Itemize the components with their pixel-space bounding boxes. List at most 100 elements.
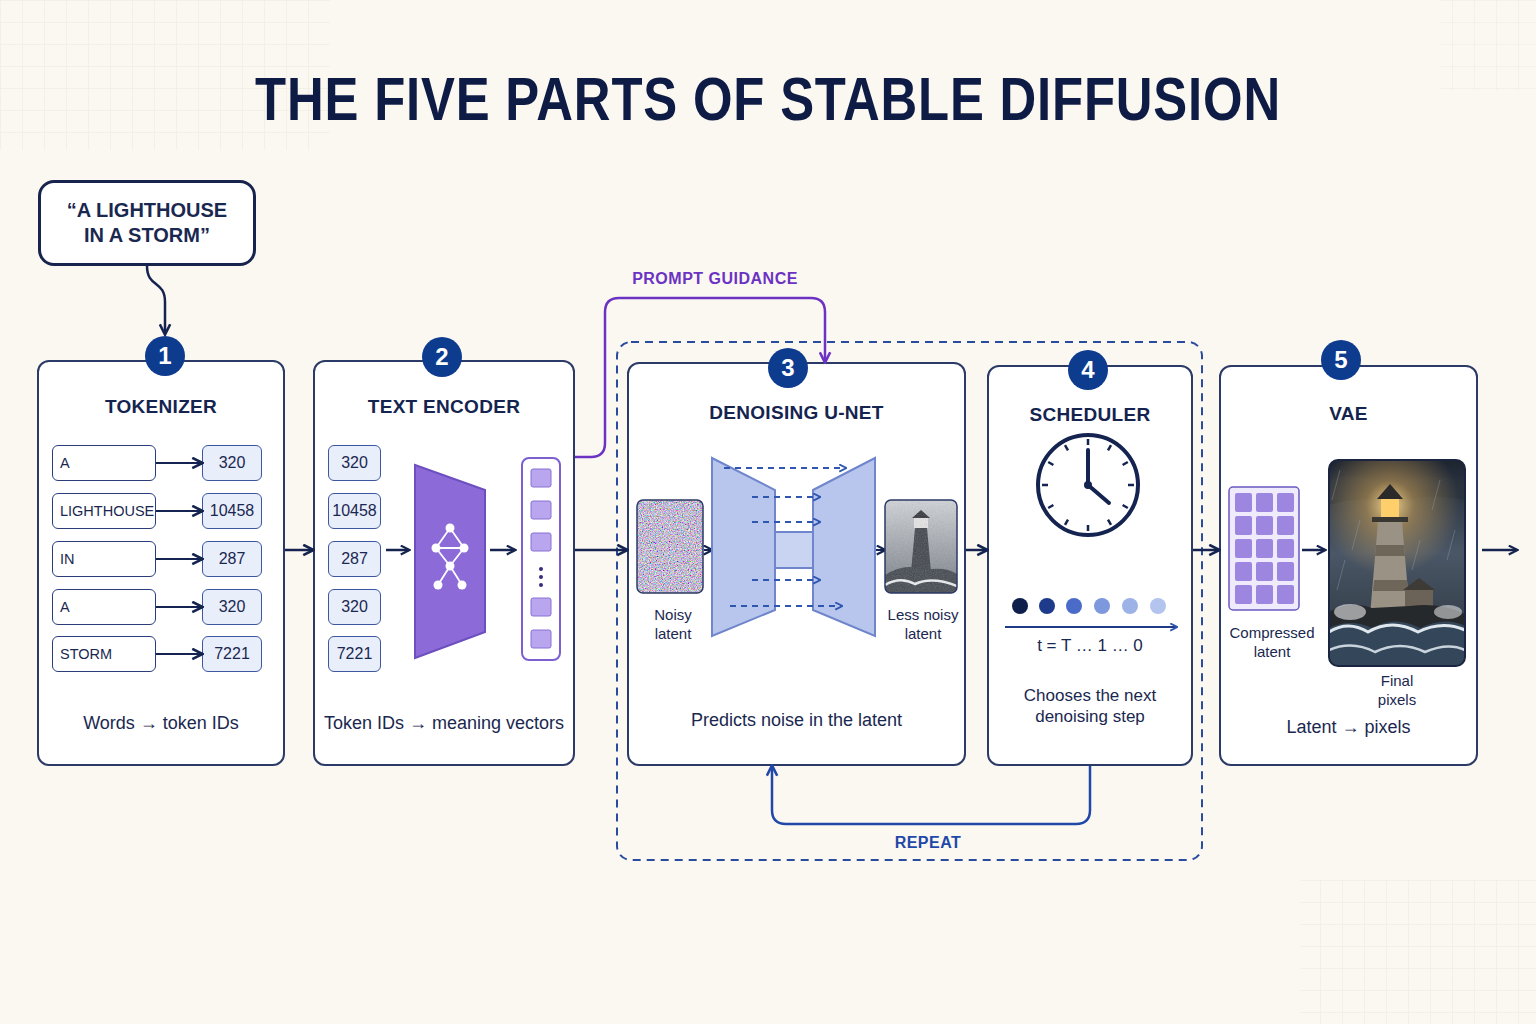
flow-connector bbox=[1193, 549, 1219, 552]
connector-label: PROMPT GUIDANCE bbox=[632, 270, 798, 288]
step-number-circle: 4 bbox=[1068, 350, 1108, 390]
token-id-box: 7221 bbox=[328, 636, 381, 672]
step-number-circle: 5 bbox=[1321, 340, 1361, 380]
image-caption: Final pixels bbox=[1362, 672, 1432, 710]
flow-arrow bbox=[386, 549, 409, 552]
flow-connector bbox=[156, 510, 202, 512]
word-box: LIGHTHOUSE bbox=[52, 493, 156, 529]
diagram-title: THE FIVE PARTS OF STABLE DIFFUSION bbox=[138, 68, 1398, 130]
panel-heading: TEXT ENCODER bbox=[315, 395, 573, 419]
output-arrow bbox=[1482, 549, 1517, 552]
token-id: 320 bbox=[341, 597, 368, 617]
word-box: IN bbox=[52, 541, 156, 577]
skip-connection bbox=[724, 468, 846, 606]
callout-number: 5 bbox=[1334, 345, 1347, 375]
flow-connector bbox=[285, 549, 313, 552]
flow-arrow bbox=[876, 549, 885, 551]
token-id-box: 287 bbox=[328, 541, 381, 577]
latent-cells bbox=[1235, 493, 1294, 604]
timeline-arrow bbox=[1005, 626, 1177, 628]
clock-face bbox=[1038, 435, 1138, 535]
unet-decoder bbox=[813, 458, 875, 636]
token-id: 320 bbox=[341, 453, 368, 473]
flow-arrow bbox=[1302, 549, 1325, 552]
token-id: 287 bbox=[219, 549, 246, 569]
token-id-box: 320 bbox=[202, 445, 262, 481]
word-box: A bbox=[52, 589, 156, 625]
image-caption: Less noisy latent bbox=[878, 606, 968, 644]
token-id-box: 7221 bbox=[202, 636, 262, 672]
panel-heading: DENOISING U-NET bbox=[629, 401, 964, 425]
token-id-box: 320 bbox=[328, 589, 381, 625]
token-id: 10458 bbox=[332, 501, 377, 521]
stage-panel: SCHEDULER t = T … 1 … 0 Chooses the next d… bbox=[987, 365, 1193, 766]
word-box: A bbox=[52, 445, 156, 481]
step-number-circle: 3 bbox=[768, 348, 808, 388]
panel-caption: Token IDs → meaning vectors bbox=[315, 712, 573, 735]
stage-panel: TOKENIZERWords → token IDs1A320LIGHTHOUS… bbox=[37, 360, 285, 766]
token-id: 7221 bbox=[214, 644, 250, 664]
clock-ticks bbox=[1042, 439, 1134, 531]
network-icon bbox=[432, 524, 469, 590]
corner-grid bbox=[1440, 0, 1536, 90]
stage-panel: TEXT ENCODER Token IDs → meaning vectors 2… bbox=[313, 360, 575, 766]
timestep-label: t = T … 1 … 0 bbox=[989, 635, 1191, 656]
loop-group-outline bbox=[617, 342, 1202, 860]
ellipsis-dots bbox=[539, 567, 543, 587]
embedding-vector bbox=[522, 458, 560, 660]
clock-hands bbox=[1088, 450, 1109, 503]
connector-label: REPEAT bbox=[895, 834, 962, 852]
token-id-box: 287 bbox=[202, 541, 262, 577]
word-token: STORM bbox=[60, 645, 112, 663]
flow-connector bbox=[575, 298, 825, 457]
timestep-dots bbox=[1012, 598, 1166, 614]
image-caption: Compressed latent bbox=[1222, 624, 1322, 662]
encoder-block bbox=[415, 465, 485, 658]
token-id: 7221 bbox=[337, 644, 373, 664]
step-number-circle: 2 bbox=[422, 337, 462, 377]
stage-panel: DENOISING U-NETNoisy latentLess noisy la… bbox=[627, 362, 966, 766]
image-frame bbox=[1329, 460, 1465, 666]
flow-connector bbox=[147, 266, 165, 334]
panel-heading: SCHEDULER bbox=[989, 403, 1191, 427]
panel-caption: Chooses the next denoising step bbox=[1000, 685, 1180, 728]
flow-connector bbox=[156, 462, 202, 464]
token-id-box: 320 bbox=[202, 589, 262, 625]
corner-grid bbox=[1300, 880, 1536, 1024]
flow-connector bbox=[156, 558, 202, 560]
panel-caption: Predicts noise in the latent bbox=[629, 709, 964, 732]
noisy-latent-image bbox=[637, 500, 703, 593]
panel-caption: Latent → pixels bbox=[1221, 716, 1476, 739]
stage-panel: VAE Compressed latentFinal pixelsLatent →… bbox=[1219, 365, 1478, 766]
clock-center bbox=[1084, 481, 1092, 489]
token-id: 287 bbox=[341, 549, 368, 569]
unet-bottleneck bbox=[775, 532, 813, 568]
panel-heading: VAE bbox=[1221, 402, 1476, 426]
panel-caption: Words → token IDs bbox=[39, 712, 283, 735]
callout-number: 4 bbox=[1081, 355, 1094, 385]
image-frame bbox=[885, 500, 957, 593]
word-token: A bbox=[60, 454, 70, 472]
flow-arrow bbox=[704, 549, 712, 551]
callout-number: 3 bbox=[781, 353, 794, 383]
step-number-circle: 1 bbox=[145, 336, 185, 376]
flow-arrow bbox=[490, 549, 515, 552]
word-token: A bbox=[60, 598, 70, 616]
token-id-box: 10458 bbox=[202, 493, 262, 529]
prompt-text: “A LIGHTHOUSE IN A STORM” bbox=[57, 198, 237, 248]
flow-connector bbox=[156, 653, 202, 655]
prompt-box: “A LIGHTHOUSE IN A STORM” bbox=[38, 180, 256, 266]
flow-connector bbox=[966, 549, 987, 552]
lighthouse-image bbox=[1329, 460, 1465, 666]
latent-grid bbox=[1229, 487, 1299, 610]
flow-connector bbox=[156, 606, 202, 608]
word-token: IN bbox=[60, 550, 75, 568]
token-id-box: 10458 bbox=[328, 493, 381, 529]
unet-encoder bbox=[712, 458, 775, 636]
token-id-box: 320 bbox=[328, 445, 381, 481]
callout-number: 2 bbox=[435, 342, 448, 372]
image-frame bbox=[637, 500, 703, 593]
less-noisy-latent-image bbox=[885, 500, 957, 593]
word-box: STORM bbox=[52, 636, 156, 672]
